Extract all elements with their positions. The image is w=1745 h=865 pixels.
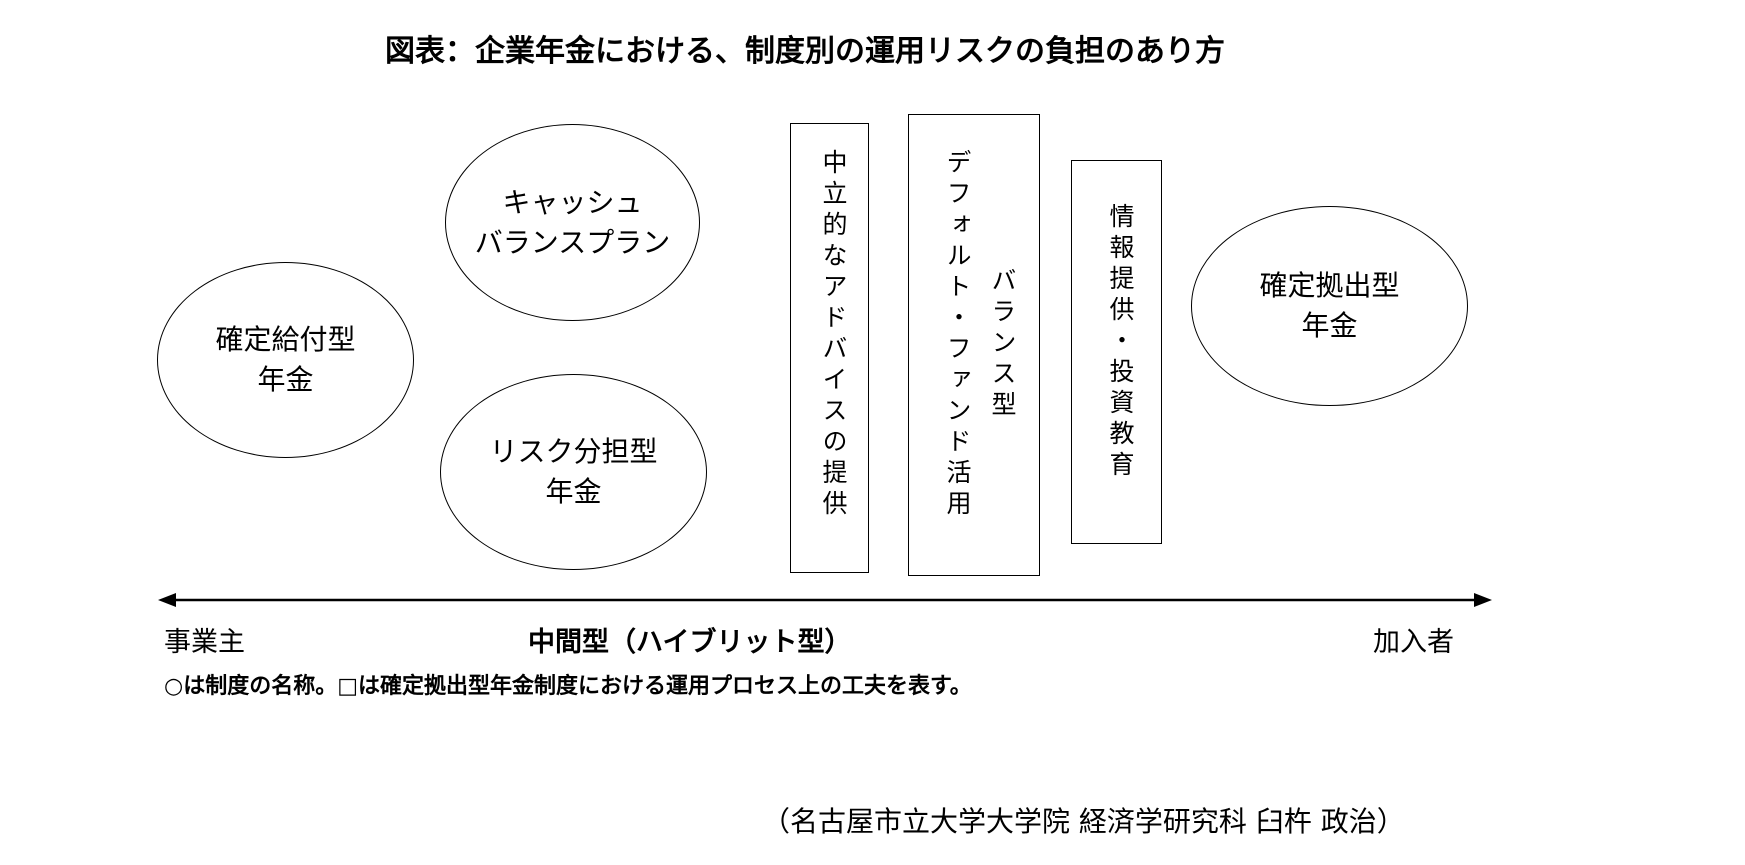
ellipse-defined-contribution-line-1: 確定拠出型 <box>1259 269 1400 302</box>
legend-note: ○は制度の名称。□は確定拠出型年金制度における運用プロセス上の工夫を表す。 <box>164 674 972 699</box>
author-credit: （名古屋市立大学大学院 経済学研究科 臼杵 政治） <box>762 805 1405 838</box>
axis-label-employer: 事業主 <box>164 627 245 658</box>
risk-axis-left-arrowhead <box>158 593 176 607</box>
box-info-education: 情報提供・投資教育 <box>1071 160 1162 544</box>
ellipse-risk-sharing-line-1: リスク分担型 <box>489 435 658 468</box>
ellipse-risk-sharing-line-2: 年金 <box>545 475 602 508</box>
box-neutral-advice-text: 中立的なアドバイスの提供 <box>819 149 848 521</box>
ellipse-defined-benefit-line-1: 確定給付型 <box>215 323 356 356</box>
box-balanced-default: デフォルト・ファンド活用 バランス型 <box>908 114 1040 576</box>
ellipse-cash-balance-line-1: キャッシュ <box>502 185 643 219</box>
axis-label-hybrid: 中間型（ハイブリット型） <box>528 627 852 658</box>
diagram-title: 図表：企業年金における、制度別の運用リスクの負担のあり方 <box>385 34 1225 69</box>
ellipse-defined-benefit: 確定給付型 年金 <box>157 262 414 458</box>
ellipse-defined-contribution-line-2: 年金 <box>1301 309 1358 342</box>
axis-label-member: 加入者 <box>1373 627 1454 658</box>
ellipse-cash-balance: キャッシュ バランスプラン <box>445 124 700 321</box>
box-balanced-default-text-1: バランス型 <box>988 267 1017 422</box>
risk-axis-right-arrowhead <box>1474 593 1492 607</box>
ellipse-risk-sharing: リスク分担型 年金 <box>440 374 707 570</box>
ellipse-defined-benefit-line-2: 年金 <box>257 363 314 396</box>
box-balanced-default-text-2: デフォルト・ファンド活用 <box>943 149 972 521</box>
box-neutral-advice: 中立的なアドバイスの提供 <box>790 123 869 573</box>
ellipse-defined-contribution: 確定拠出型 年金 <box>1191 206 1468 406</box>
box-info-education-text: 情報提供・投資教育 <box>1106 203 1135 482</box>
ellipse-cash-balance-line-2: バランスプラン <box>474 225 671 259</box>
